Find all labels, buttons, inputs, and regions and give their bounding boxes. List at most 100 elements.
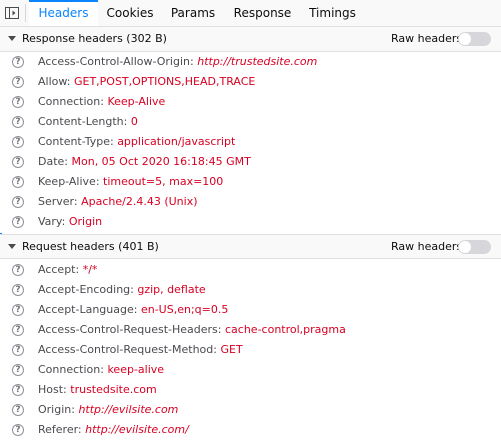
- header-row[interactable]: ? Connection: keep-alive: [0, 360, 501, 380]
- header-row[interactable]: ? Access-Control-Request-Method: GET: [0, 340, 501, 360]
- header-row[interactable]: ? Vary: Origin: [0, 212, 501, 232]
- tab-timings[interactable]: Timings: [309, 6, 356, 20]
- header-value[interactable]: timeout=5, max=100: [103, 175, 224, 188]
- header-name-text: Connection:: [38, 363, 104, 376]
- header-name: Accept-Encoding: gzip, deflate: [38, 280, 206, 300]
- header-row[interactable]: ? Origin: http://evilsite.com: [0, 400, 501, 420]
- header-value[interactable]: 0: [130, 115, 138, 128]
- header-value[interactable]: application/javascript: [117, 135, 236, 148]
- tab-separator: [25, 4, 26, 22]
- raw-headers-label: Raw headers: [391, 32, 463, 45]
- tab-params[interactable]: Params: [170, 6, 216, 20]
- header-value[interactable]: http://evilsite.com/: [85, 423, 189, 436]
- tab-headers[interactable]: Headers: [29, 0, 98, 26]
- header-value[interactable]: Keep-Alive: [107, 95, 166, 108]
- header-value[interactable]: trustedsite.com: [70, 383, 157, 396]
- header-name: Referer: http://evilsite.com/: [38, 420, 189, 440]
- header-value[interactable]: Apache/2.4.43 (Unix): [81, 195, 198, 208]
- header-row[interactable]: ? Access-Control-Request-Headers: cache-c…: [0, 320, 501, 340]
- header-row[interactable]: ? Accept-Encoding: gzip, deflate: [0, 280, 501, 300]
- header-name-text: Access-Control-Request-Method:: [38, 343, 217, 356]
- help-icon[interactable]: ?: [12, 56, 24, 68]
- help-icon[interactable]: ?: [12, 96, 24, 108]
- help-icon[interactable]: ?: [12, 196, 24, 208]
- header-value[interactable]: cache-control,pragma: [225, 323, 346, 336]
- header-name-text: Allow:: [38, 75, 71, 88]
- header-value[interactable]: keep-alive: [107, 363, 165, 376]
- help-icon[interactable]: ?: [12, 116, 24, 128]
- raw-headers-toggle[interactable]: [458, 240, 491, 254]
- header-value[interactable]: GET,POST,OPTIONS,HEAD,TRACE: [73, 75, 256, 88]
- header-name: Connection: keep-alive: [38, 360, 164, 380]
- header-row[interactable]: ? Keep-Alive: timeout=5, max=100: [0, 172, 501, 192]
- help-icon[interactable]: ?: [12, 176, 24, 188]
- response-headers-section[interactable]: Response headers (302 B) Raw headers: [0, 27, 501, 52]
- header-name: Server: Apache/2.4.43 (Unix): [38, 192, 198, 212]
- header-name-text: Keep-Alive:: [38, 175, 100, 188]
- help-icon[interactable]: ?: [12, 384, 24, 396]
- header-name: Content-Type: application/javascript: [38, 132, 235, 152]
- header-row[interactable]: ? Connection: Keep-Alive: [0, 92, 501, 112]
- header-value[interactable]: */*: [82, 263, 98, 276]
- header-row[interactable]: ? Date: Mon, 05 Oct 2020 16:18:45 GMT: [0, 152, 501, 172]
- header-value[interactable]: en-US,en;q=0.5: [140, 303, 229, 316]
- header-row[interactable]: ? Server: Apache/2.4.43 (Unix): [0, 192, 501, 212]
- help-icon[interactable]: ?: [12, 264, 24, 276]
- help-icon[interactable]: ?: [12, 364, 24, 376]
- header-row[interactable]: ? Content-Type: application/javascript: [0, 132, 501, 152]
- header-value[interactable]: http://trustedsite.com: [197, 55, 318, 68]
- header-name: Allow: GET,POST,OPTIONS,HEAD,TRACE: [38, 72, 255, 92]
- header-name-text: Content-Type:: [38, 135, 114, 148]
- help-icon[interactable]: ?: [12, 424, 24, 436]
- header-row[interactable]: ? Accept-Language: en-US,en;q=0.5: [0, 300, 501, 320]
- response-headers-title: Response headers (302 B): [22, 32, 167, 45]
- header-value[interactable]: http://evilsite.com: [78, 403, 179, 416]
- header-name: Access-Control-Request-Headers: cache-co…: [38, 320, 346, 340]
- header-row[interactable]: ? Accept: */*: [0, 260, 501, 280]
- request-headers-title: Request headers (401 B): [22, 240, 159, 253]
- toggle-knob: [459, 241, 471, 253]
- header-name-text: Server:: [38, 195, 78, 208]
- header-name: Content-Length: 0: [38, 112, 138, 132]
- help-icon[interactable]: ?: [12, 284, 24, 296]
- expand-arrow-icon[interactable]: [8, 36, 16, 41]
- help-icon[interactable]: ?: [12, 156, 24, 168]
- help-icon[interactable]: ?: [12, 216, 24, 228]
- request-headers-section[interactable]: Request headers (401 B) Raw headers: [0, 234, 501, 259]
- header-name-text: Access-Control-Request-Headers:: [38, 323, 222, 336]
- header-name: Origin: http://evilsite.com: [38, 400, 178, 420]
- header-name-text: Date:: [38, 155, 68, 168]
- header-row[interactable]: ? Allow: GET,POST,OPTIONS,HEAD,TRACE: [0, 72, 501, 92]
- toggle-sidebar-icon[interactable]: [4, 5, 20, 21]
- help-icon[interactable]: ?: [12, 76, 24, 88]
- help-icon[interactable]: ?: [12, 136, 24, 148]
- header-value[interactable]: Mon, 05 Oct 2020 16:18:45 GMT: [71, 155, 251, 168]
- tab-cookies[interactable]: Cookies: [106, 6, 154, 20]
- tab-response[interactable]: Response: [233, 6, 292, 20]
- header-name-text: Referer:: [38, 423, 82, 436]
- header-name: Date: Mon, 05 Oct 2020 16:18:45 GMT: [38, 152, 251, 172]
- header-name: Access-Control-Request-Method: GET: [38, 340, 243, 360]
- header-row[interactable]: ? Host: trustedsite.com: [0, 380, 501, 400]
- help-icon[interactable]: ?: [12, 344, 24, 356]
- raw-headers-toggle[interactable]: [458, 32, 491, 46]
- header-name: Accept: */*: [38, 260, 97, 280]
- help-icon[interactable]: ?: [12, 304, 24, 316]
- header-name-text: Vary:: [38, 215, 66, 228]
- help-icon[interactable]: ?: [12, 324, 24, 336]
- header-name: Accept-Language: en-US,en;q=0.5: [38, 300, 228, 320]
- header-row[interactable]: ? Referer: http://evilsite.com/: [0, 420, 501, 440]
- header-name: Connection: Keep-Alive: [38, 92, 165, 112]
- header-name: Host: trustedsite.com: [38, 380, 157, 400]
- details-tab-bar: Headers Cookies Params Response Timings: [0, 0, 501, 27]
- header-name: Keep-Alive: timeout=5, max=100: [38, 172, 223, 192]
- header-value[interactable]: gzip, deflate: [137, 283, 206, 296]
- header-row[interactable]: ? Access-Control-Allow-Origin: http://tru…: [0, 52, 501, 72]
- header-value[interactable]: GET: [220, 343, 243, 356]
- header-row[interactable]: ? Content-Length: 0: [0, 112, 501, 132]
- header-value[interactable]: Origin: [68, 215, 103, 228]
- expand-arrow-icon[interactable]: [8, 244, 16, 249]
- help-icon[interactable]: ?: [12, 404, 24, 416]
- header-name-text: Access-Control-Allow-Origin:: [38, 55, 194, 68]
- header-name-text: Content-Length:: [38, 115, 128, 128]
